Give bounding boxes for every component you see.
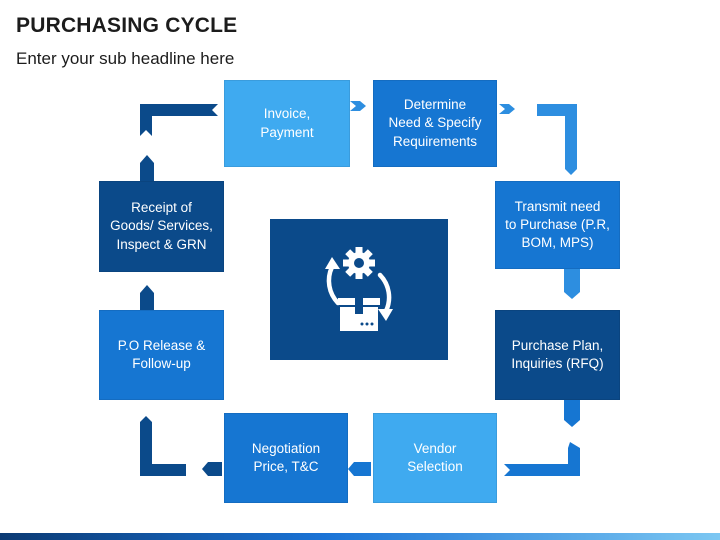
step-purchase-plan: Purchase Plan,Inquiries (RFQ) xyxy=(495,310,620,400)
bottom-accent-bar xyxy=(0,533,720,540)
arrow-determine-chevron xyxy=(499,104,515,114)
arrow-invoice-to-determine xyxy=(350,101,366,111)
arrow-po-to-receipt xyxy=(140,285,154,310)
arrow-receipt-chevron xyxy=(140,155,154,181)
arrow-plan-chevron xyxy=(564,400,580,427)
arrow-transmit-to-plan xyxy=(564,269,580,299)
page-subtitle: Enter your sub headline here xyxy=(16,49,235,68)
step-po-release: P.O Release &Follow-up xyxy=(99,310,224,400)
arrow-negotiation-chevron xyxy=(202,462,222,476)
page-title: PURCHASING CYCLE xyxy=(16,14,238,37)
arrow-plan-to-vendor xyxy=(504,442,580,476)
arrow-negotiation-to-po xyxy=(140,416,186,476)
center-panel xyxy=(270,219,448,360)
step-invoice-payment: Invoice,Payment xyxy=(224,80,350,167)
arrow-vendor-to-negotiation xyxy=(348,462,371,476)
gear-cycle-box-icon xyxy=(325,247,393,331)
arrow-determine-to-transmit xyxy=(537,104,577,175)
arrow-receipt-to-invoice xyxy=(140,104,218,136)
